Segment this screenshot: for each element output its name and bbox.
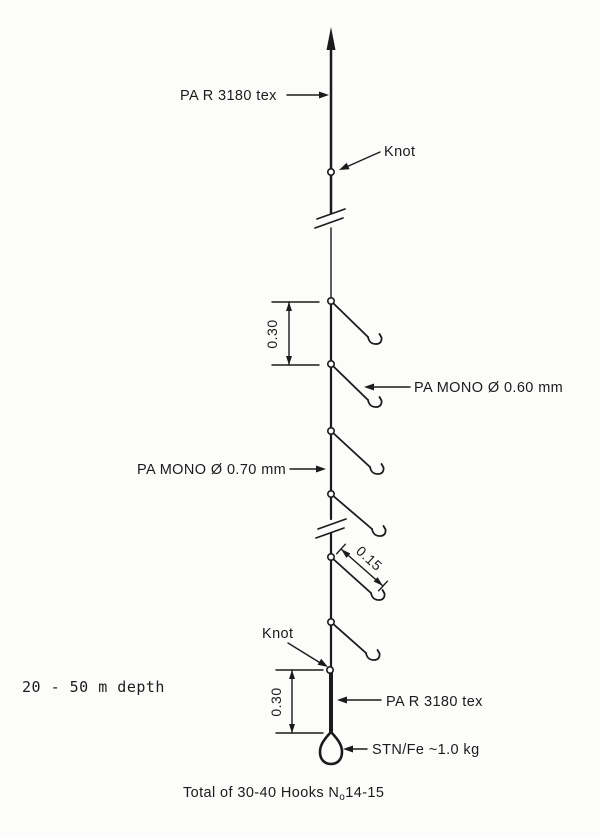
snood-length-value: 0.15 [353,543,385,574]
knot-circle [325,665,334,674]
snood-5 [330,556,386,601]
callout-line [287,642,323,665]
snood-line [330,363,369,401]
snood-3 [330,430,385,475]
fish-hook-icon [369,463,385,475]
dimension-sinker-line [275,669,324,734]
break-slash-icon [316,208,346,220]
callout-arrowhead-icon [343,745,353,753]
knot-top-label: Knot [384,144,415,160]
fish-hook-icon [367,333,383,345]
sinker-line-dim-value: 0.30 [268,687,284,716]
depth-note: 20 - 50 m depth [22,678,165,696]
sinker-weight-icon [318,730,344,766]
callout-arrows [286,94,411,750]
diagram-caption: Total of 30-40 Hooks No14-15 [183,785,384,803]
dim-arrow-icon [286,302,292,311]
sinker-line-material-label: PA R 3180 tex [386,694,483,710]
break-mark-upper [314,208,346,229]
snood-line [330,430,371,468]
dim-arrow-icon [373,577,383,586]
callout-arrowhead-icon [319,91,329,99]
dim-arrow-icon [289,670,295,679]
break-slash-icon [314,217,344,229]
fish-hook-icon [371,525,387,537]
snoods [330,300,387,661]
knot-circle [326,296,335,305]
mainline-material-mid-label: PA MONO Ø 0.70 mm [137,462,286,478]
knot-bottom-label: Knot [262,626,293,642]
callout-line [343,151,381,169]
break-mark-lower [315,518,347,539]
fish-hook-icon [370,589,386,601]
hook-spacing-value: 0.30 [264,319,280,348]
snood-6 [330,621,381,661]
line-up-arrow-icon [326,27,336,50]
knot-circle [326,426,335,435]
break-slash-icon [315,527,345,539]
mainline-material-top-label: PA R 3180 tex [180,88,277,104]
caption-subscript: o [339,792,345,803]
break-slash-icon [317,518,347,530]
callout-arrowhead-icon [337,696,347,704]
caption-suffix: 14-15 [345,785,384,801]
knot-circle [326,168,335,177]
snood-line [330,621,367,654]
callout-arrowhead-icon [339,162,350,170]
snood-line [330,493,373,530]
snood-1 [330,300,383,345]
fish-hook-icon [365,649,381,661]
callout-arrowhead-icon [316,465,326,473]
knot-circle [326,617,335,626]
knot-circle [326,552,335,561]
snood-line [330,300,369,338]
sinker-label: STN/Fe ~1.0 kg [372,742,480,758]
caption-prefix: Total of 30-40 Hooks N [183,785,339,801]
dim-arrow-icon [341,549,351,558]
callout-arrowhead-icon [317,658,328,667]
snood-material-label: PA MONO Ø 0.60 mm [414,380,563,396]
knots [325,168,335,674]
callout-arrowhead-icon [364,383,374,391]
knot-circle [326,359,335,368]
snood-2 [330,363,383,408]
knot-circle [326,489,335,498]
snood-4 [330,493,387,537]
fish-hook-icon [367,396,383,408]
dim-arrow-icon [289,724,295,733]
snood-line [330,556,372,594]
dim-arrow-icon [286,356,292,365]
dimension-hook-spacing [271,301,320,366]
